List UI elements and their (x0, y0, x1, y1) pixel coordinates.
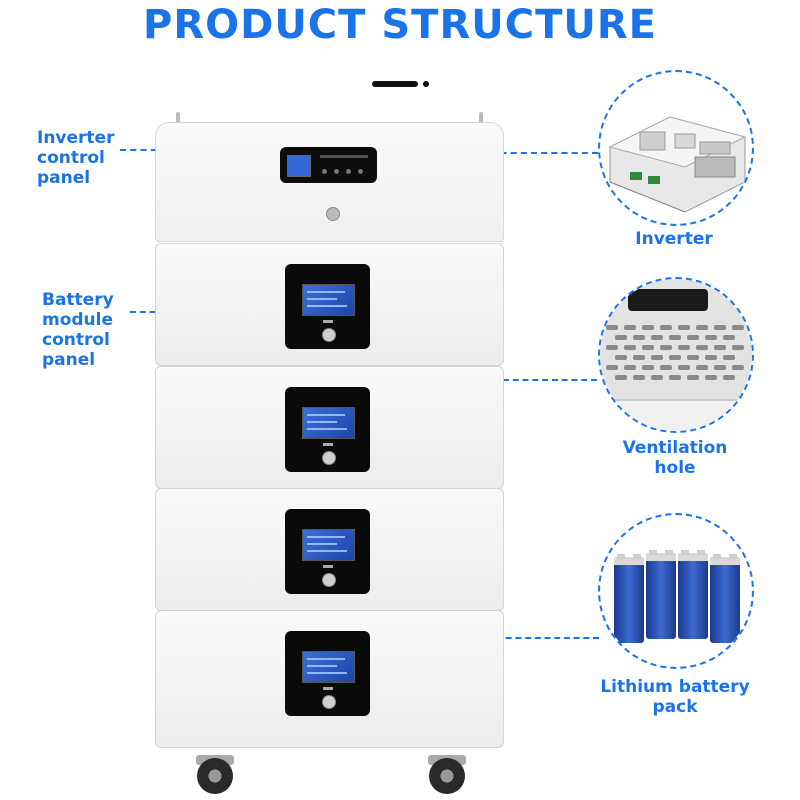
module-lcd (302, 284, 355, 316)
onoff-text (323, 320, 333, 323)
decorative-dash (372, 81, 418, 87)
decorative-dot (423, 81, 429, 87)
leader-inverter (470, 152, 598, 154)
module-lcd (302, 407, 355, 439)
label-lithium-battery-pack: Lithium battery pack (600, 677, 750, 717)
wheel-icon (197, 758, 233, 794)
module-lcd (302, 529, 355, 561)
label-battery-module-control-panel: Battery module control panel (42, 290, 114, 370)
battery-module-control-panel (285, 509, 370, 594)
inverter-lcd (287, 155, 311, 177)
label-inverter: Inverter (635, 229, 713, 249)
battery-module-control-panel (285, 264, 370, 349)
handle-right (479, 112, 483, 126)
battery-cells-image (598, 513, 754, 669)
onoff-text (323, 443, 333, 446)
battery-module-4 (155, 610, 504, 748)
module-lcd (302, 651, 355, 683)
onoff-text (323, 565, 333, 568)
inverter-section (155, 122, 504, 242)
power-button[interactable] (322, 328, 336, 342)
battery-module-control-panel (285, 387, 370, 472)
inverter-button[interactable] (334, 169, 339, 174)
inverter-control-panel (280, 147, 377, 183)
leader-battery-pack (467, 637, 599, 639)
page-title: PRODUCT STRUCTURE (143, 2, 657, 48)
onoff-text (323, 687, 333, 690)
power-button[interactable] (322, 573, 336, 587)
inverter-button[interactable] (322, 169, 327, 174)
battery-module-2 (155, 366, 504, 489)
battery-module-1 (155, 243, 504, 366)
inverter-detail-image (598, 70, 754, 226)
battery-module-control-panel (285, 631, 370, 716)
inverter-button[interactable] (346, 169, 351, 174)
inverter-status-text (320, 155, 368, 158)
label-ventilation-hole: Ventilation hole (622, 438, 728, 478)
label-inverter-control-panel: Inverter control panel (37, 128, 115, 188)
handle-left (176, 112, 180, 126)
inverter-button[interactable] (358, 169, 363, 174)
battery-module-3 (155, 488, 504, 611)
power-button[interactable] (322, 695, 336, 709)
inverter-switch[interactable] (326, 207, 340, 221)
power-button[interactable] (322, 451, 336, 465)
ventilation-detail-image (598, 277, 754, 433)
wheel-icon (429, 758, 465, 794)
leader-ventilation (503, 379, 597, 381)
